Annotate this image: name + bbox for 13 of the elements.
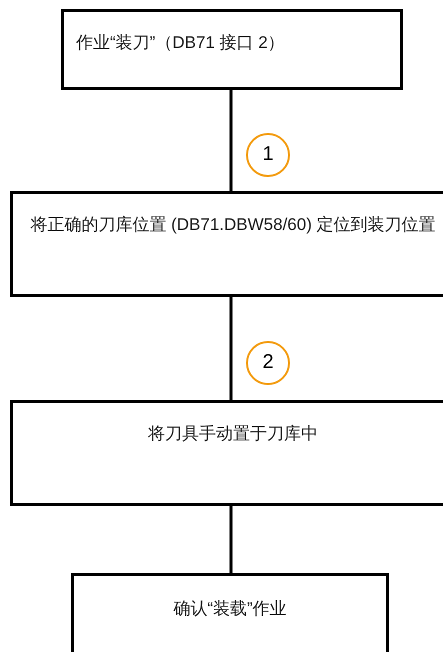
connector-line: [230, 506, 232, 573]
step-number: 2: [246, 340, 290, 384]
box-text: 将刀具手动置于刀库中: [147, 423, 319, 445]
process-box: [10, 400, 443, 506]
process-box: [10, 191, 443, 297]
step-number: 1: [246, 132, 290, 176]
connector-line: [230, 90, 232, 191]
box-text: 将正确的刀库位置 (DB71.DBW58/60) 定位到装刀位置: [29, 214, 437, 236]
box-text: 作业“装刀”（DB71 接口 2）: [76, 32, 286, 54]
connector-line: [230, 297, 232, 400]
box-text: 确认“装载”作业: [172, 598, 288, 620]
process-box: [61, 9, 403, 90]
process-box: [71, 573, 389, 652]
